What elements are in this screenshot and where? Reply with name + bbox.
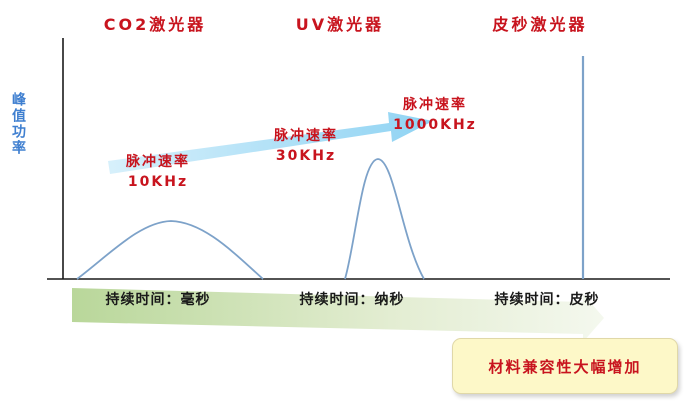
uv-pulse-curve (344, 158, 425, 280)
y-axis-label: 峰值功率 (10, 91, 26, 156)
duration-uv: 持续时间：纳秒 (300, 291, 405, 308)
duration-co2: 持续时间：毫秒 (106, 291, 211, 308)
result-text: 材料兼容性大幅增加 (488, 357, 642, 376)
rate-1-value: 10KHz (128, 174, 188, 190)
picosecond-laser-label: 皮秒激光器 (491, 15, 587, 34)
uv-laser-label: UV激光器 (296, 15, 384, 34)
pulse-rate-arrow (108, 112, 433, 174)
rate-1-title: 脉冲速率 (125, 153, 190, 170)
rate-2-title: 脉冲速率 (273, 127, 338, 144)
rate-3-value: 1000KHz (393, 117, 477, 133)
rate-3-title: 脉冲速率 (402, 96, 467, 113)
duration-ps: 持续时间：皮秒 (495, 291, 600, 308)
co2-laser-label: CO2激光器 (104, 15, 206, 34)
co2-pulse-curve (76, 220, 264, 280)
result-box: 材料兼容性大幅增加 (452, 338, 678, 394)
bottom-trend-arrow (72, 288, 604, 342)
rate-2-value: 30KHz (276, 148, 336, 164)
